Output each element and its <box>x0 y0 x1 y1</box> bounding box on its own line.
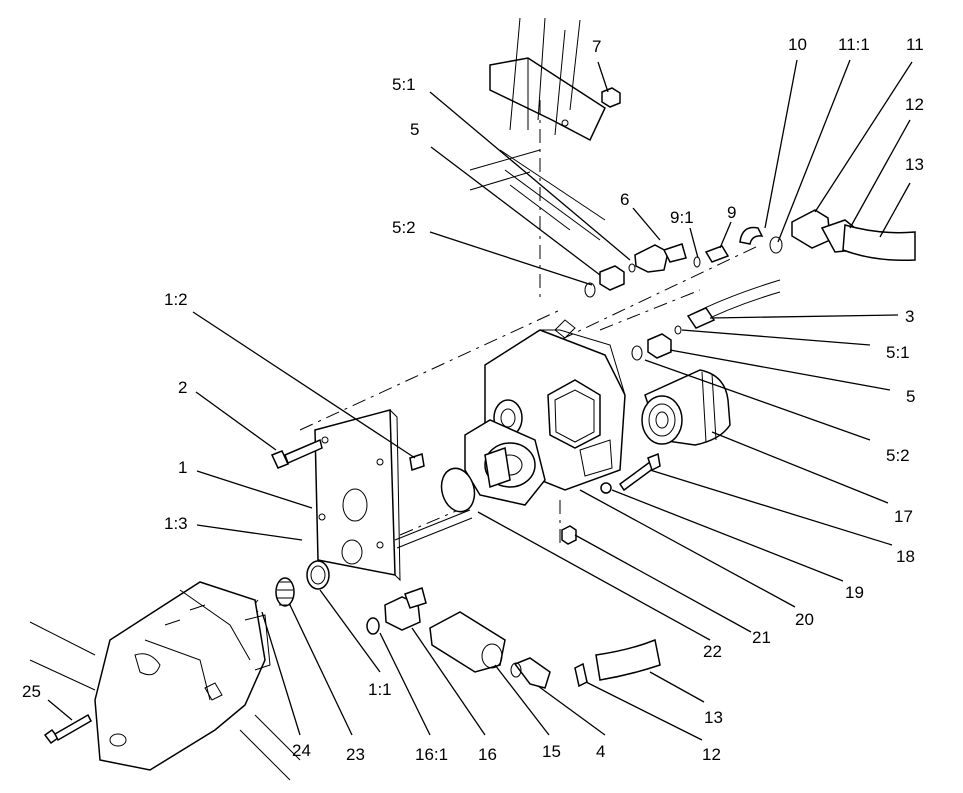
callout-5-1-top: 5:1 <box>392 75 416 94</box>
washer-19 <box>600 482 612 494</box>
callout-5-2-top: 5:2 <box>392 218 416 237</box>
hose-13-bottom <box>595 638 661 681</box>
callout-1-2: 1:2 <box>164 290 188 309</box>
callout-15: 15 <box>542 742 561 761</box>
elbow-16 <box>384 587 427 631</box>
callout-23: 23 <box>346 745 365 764</box>
callout-3: 3 <box>905 307 914 326</box>
callout-1-1: 1:1 <box>368 680 392 699</box>
fitting-4 <box>510 657 551 689</box>
o-ring-16-1 <box>366 617 380 635</box>
leader-lines <box>47 59 913 741</box>
callout-7: 7 <box>592 37 601 56</box>
frame-bracket <box>469 17 606 241</box>
callout-5-2-right: 5:2 <box>886 446 910 465</box>
callout-16: 16 <box>478 745 497 764</box>
callout-13-top: 13 <box>905 155 924 174</box>
fitting-5-right <box>631 333 672 361</box>
callout-1: 1 <box>178 458 187 477</box>
callout-18: 18 <box>896 547 915 566</box>
callout-17: 17 <box>894 507 913 526</box>
hose-13-top <box>842 224 916 262</box>
oil-filter-17 <box>641 369 731 446</box>
elbow-11 <box>791 209 861 253</box>
nut-7 <box>601 87 621 108</box>
callout-16-1: 16:1 <box>415 745 448 764</box>
elbow-6 <box>634 243 687 273</box>
callout-25: 25 <box>22 682 41 701</box>
gear-23 <box>275 577 295 607</box>
callout-9-1: 9:1 <box>670 208 694 227</box>
o-ring-22 <box>440 467 476 513</box>
callout-4: 4 <box>596 742 605 761</box>
callout-21: 21 <box>752 628 771 647</box>
bolt-2 <box>270 438 323 469</box>
bolt-25 <box>43 713 92 745</box>
callout-5-1-right: 5:1 <box>886 343 910 362</box>
callout-12-top: 12 <box>905 95 924 114</box>
callout-24: 24 <box>292 741 311 760</box>
mounting-plate-1 <box>314 409 473 582</box>
callout-20: 20 <box>795 610 814 629</box>
fitting-9 <box>693 245 730 268</box>
callout-6: 6 <box>620 190 629 209</box>
stud-1-2 <box>409 453 425 471</box>
seal-1-1 <box>306 560 330 590</box>
callout-labels: 7 10 11:1 11 12 13 5:1 5 6 9:1 9 5:2 3 5… <box>22 35 924 764</box>
callout-10: 10 <box>788 35 807 54</box>
callout-2: 2 <box>178 378 187 397</box>
hydraulic-pump <box>464 319 626 506</box>
bolt-18 <box>618 452 661 492</box>
clip-10 <box>739 226 783 254</box>
callout-11-1: 11:1 <box>838 35 870 54</box>
filter-15 <box>429 611 506 673</box>
callout-22: 22 <box>703 642 722 661</box>
callout-9: 9 <box>727 203 736 222</box>
callout-11: 11 <box>906 35 924 54</box>
callout-5-right: 5 <box>906 387 915 406</box>
callout-19: 19 <box>845 583 864 602</box>
callout-12-bottom: 12 <box>702 745 721 764</box>
nut-21 <box>561 525 577 545</box>
hose-3 <box>674 279 781 335</box>
clamp-12-bottom <box>574 662 588 688</box>
callout-1-3: 1:3 <box>164 514 188 533</box>
gearbox-housing <box>29 581 301 781</box>
fitting-5-top <box>584 263 636 298</box>
callout-13-bottom: 13 <box>704 708 723 727</box>
callout-5-top: 5 <box>410 120 419 139</box>
